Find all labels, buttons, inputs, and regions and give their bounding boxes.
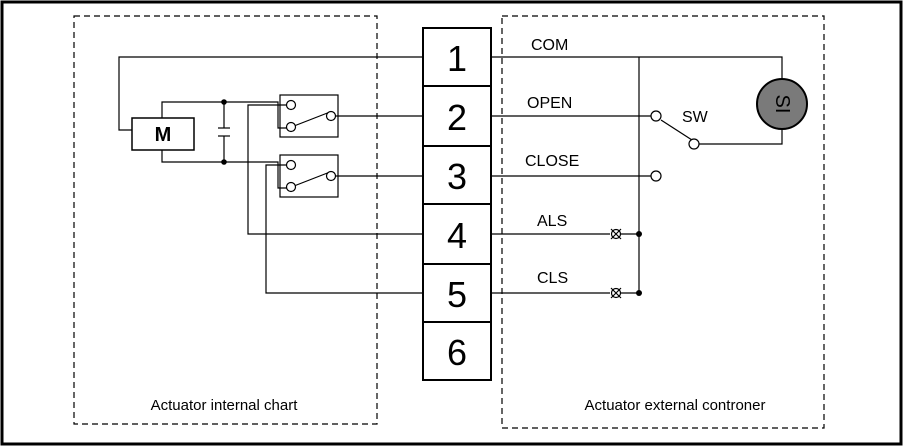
switch-b-common-contact [325,170,337,182]
wire-com-internal [118,56,423,131]
external-contacts [650,110,700,182]
external-controller-caption: Actuator external controner [585,397,766,414]
external-controller-region [501,15,825,429]
switch-common-contact [688,138,700,150]
terminal-6-box [422,321,492,381]
switch-sw-label: SW [682,109,709,126]
wire-com-external [491,56,783,80]
terminal-1-label: 1 [447,38,467,79]
signal-com-label: COM [531,37,568,54]
switch-open-contact [650,110,662,122]
wire-cls-internal [265,164,423,294]
internal-contacts [285,99,337,193]
internal-junctions [221,99,227,165]
terminal-5-label: 5 [447,274,467,315]
internal-chart-region [73,15,378,425]
limit-switch-a-blade [293,111,331,127]
wire-motor-bottom [161,150,290,189]
internal-chart-caption: Actuator internal chart [151,397,299,414]
terminal-block [422,27,492,381]
terminal-1-box [422,27,492,87]
signal-als-label: ALS [537,213,567,230]
motor-box [131,117,195,151]
wire-indicator-return [699,130,783,145]
internal-wiring [118,56,423,294]
external-junctions [636,231,642,296]
terminal-3-label: 3 [447,156,467,197]
terminal-4-label: 4 [447,215,467,256]
terminal-2-label: 2 [447,97,467,138]
indicator-si-label: SI [771,95,793,114]
switch-a-upper-contact [285,99,297,111]
limit-switch-b-blade [293,171,331,187]
switch-close-contact [650,170,662,182]
signal-open-label: OPEN [527,95,572,112]
cls-lamp-cross [610,287,622,299]
terminal-6-label: 6 [447,332,467,373]
wire-motor-top [161,101,290,129]
wire-als-internal [247,104,423,235]
switch-a-common-contact [325,110,337,122]
motor-label: M [155,124,172,146]
junction-dot [221,159,227,165]
junction-dot [636,231,642,237]
signal-close-label: CLOSE [525,153,579,170]
external-wiring [491,56,783,299]
switch-b-lower-contact [285,181,297,193]
als-lamp-cross [610,228,622,240]
terminal-3-box [422,145,492,205]
junction-dot [221,99,227,105]
switch-b-upper-contact [285,159,297,171]
terminal-2-box [422,85,492,147]
switch-a-lower-contact [285,121,297,133]
indicator-si [756,78,808,130]
selector-switch-blade [660,119,693,141]
signal-cls-label: CLS [537,270,568,287]
junction-dot [636,290,642,296]
